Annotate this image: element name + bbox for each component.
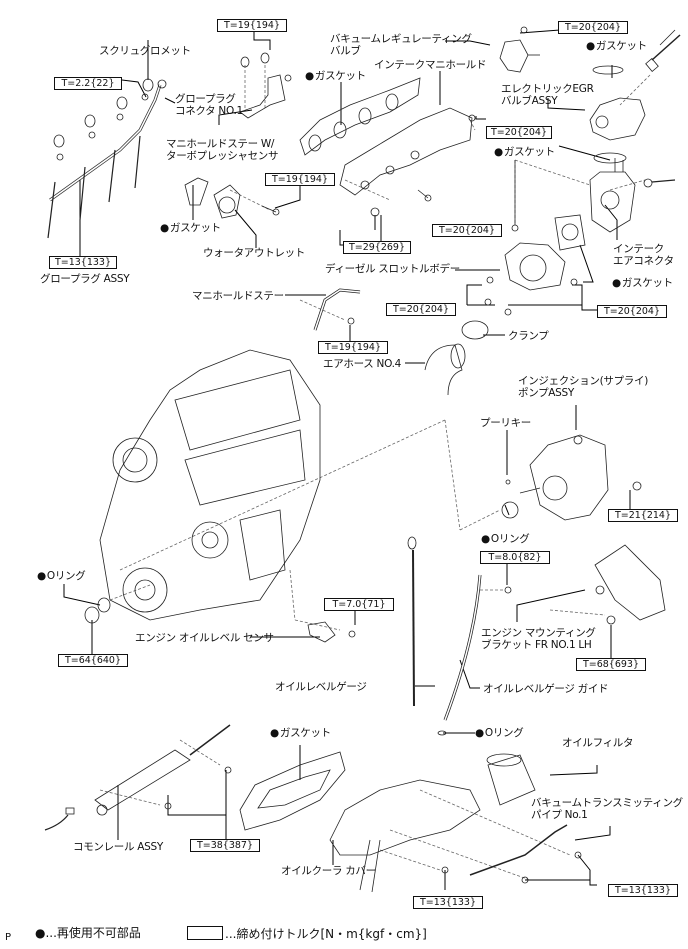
- vacuum-valve-art: [499, 26, 540, 73]
- torque-manifold-nut: T=20{204}: [486, 126, 552, 139]
- label-water-outlet: ウォータアウトレット: [203, 247, 305, 259]
- label-electric-egr-valve: エレクトリックEGR バルブASSY: [501, 83, 594, 107]
- glow-plug-connector-art: [49, 79, 167, 202]
- label-vacuum-transmitting-pipe: バキュームトランスミッティング パイプ No.1: [531, 797, 683, 821]
- label-injection-pump-assy: インジェクション(サプライ) ポンプASSY: [518, 375, 648, 399]
- label-engine-mounting-bracket: エンジン マウンティング ブラケット FR NO.1 LH: [481, 627, 596, 651]
- manifold-bolts-art: [370, 189, 432, 217]
- label-oil-filter: オイルフィルタ: [562, 737, 634, 749]
- torque-vacuum-valve-bolt: T=20{204}: [558, 21, 628, 34]
- label-oil-cooler-cover: オイルクーラ カバー: [281, 865, 376, 877]
- torque-guide-bolt: T=8.0{82}: [480, 551, 550, 564]
- common-rail-art: [44, 724, 232, 831]
- label-engine-oil-level-sensor: エンジン オイルレベル センサ: [135, 632, 274, 644]
- label-air-hose-no4: エアホース NO.4: [323, 358, 402, 370]
- oil-level-sensor-art: [307, 621, 356, 643]
- label-o-ring-left: Oリング: [37, 570, 86, 582]
- oil-filter-art: [486, 753, 536, 806]
- label-oil-level-gauge: オイルレベルゲージ: [275, 681, 367, 693]
- gauge-guide-art: [437, 574, 512, 736]
- label-o-ring-guide: Oリング: [475, 727, 524, 739]
- egr-valve-art: [589, 29, 681, 141]
- label-intake-air-connector: インテーク エアコネクタ: [613, 243, 674, 267]
- label-intake-manifold: インテークマニホールド: [374, 59, 487, 71]
- label-common-rail-assy: コモンレール ASSY: [73, 841, 163, 853]
- legend-torque: ...締め付けトルク[N・m{kgf・cm}]: [187, 926, 427, 941]
- throttle-body-art: [504, 242, 566, 291]
- clamp-art: [461, 320, 489, 340]
- torque-water-outlet-bolt: T=19{194}: [265, 173, 335, 186]
- label-manifold-stay-sensor: マニホールドステー W/ ターボプレッシャセンサ: [166, 138, 279, 162]
- assembly-dashes: [99, 65, 651, 881]
- torque-manifold-stay-bolts: T=19{194}: [217, 19, 287, 32]
- manifold-stay-sensor-art: [239, 52, 292, 119]
- torque-cooler-bolt: T=13{133}: [413, 896, 483, 909]
- legend-non-reusable-text: ...再使用不可部品: [45, 926, 141, 940]
- manifold-stay-art: [313, 288, 361, 331]
- manifold-gasket-art: [299, 77, 421, 156]
- torque-throttle-left: T=20{204}: [386, 303, 456, 316]
- water-outlet-art: [184, 177, 280, 219]
- egr-gasket-art: [592, 65, 624, 75]
- label-oil-level-gauge-guide: オイルレベルゲージ ガイド: [483, 683, 609, 695]
- label-glow-plug-assy: グロープラグ ASSY: [40, 273, 130, 285]
- injection-pump-art: [501, 434, 642, 521]
- filled-dot-icon: ●: [35, 926, 46, 940]
- label-o-ring-pump: Oリング: [481, 533, 530, 545]
- oil-cooler-cover-art: [329, 779, 481, 893]
- drain-plug-art: [84, 597, 111, 624]
- torque-stay-bolt: T=19{194}: [318, 341, 388, 354]
- label-gasket-egr: ガスケット: [586, 40, 647, 52]
- oil-cooler-gasket-art: [239, 751, 346, 831]
- torque-pipe-nuts: T=13{133}: [608, 884, 678, 897]
- torque-connector-stud: T=20{204}: [432, 224, 502, 237]
- label-clamp: クランプ: [508, 330, 549, 342]
- torque-rail-bolts: T=38{387}: [190, 839, 260, 852]
- glow-plug-nuts-art: [53, 78, 154, 161]
- label-screw-grommet: スクリュグロメット: [99, 45, 191, 57]
- mounting-bracket-art: [594, 544, 666, 625]
- label-manifold-stay: マニホールドステー: [192, 290, 284, 302]
- torque-glow-plug: T=13{133}: [49, 256, 117, 269]
- torque-pump-nut: T=21{214}: [608, 509, 678, 522]
- throttle-gasket-art: [554, 214, 586, 251]
- glow-plugs-art: [47, 135, 141, 239]
- torque-manifold-bolts: T=29{269}: [343, 241, 411, 254]
- label-diesel-throttle-body: ディーゼル スロットルボデー: [325, 263, 460, 275]
- legend-torque-text: ...締め付けトルク[N・m{kgf・cm}]: [225, 927, 427, 941]
- page-marker: P: [5, 932, 12, 943]
- vacuum-pipe-art: [469, 824, 582, 884]
- legend-non-reusable: ●...再使用不可部品: [35, 926, 141, 940]
- intake-manifold-art: [339, 107, 476, 196]
- intake-air-connector-art: [589, 152, 676, 233]
- torque-bracket-bolt: T=68{693}: [576, 658, 646, 671]
- label-gasket-water-outlet: ガスケット: [160, 222, 221, 234]
- label-vacuum-regulating-valve: バキュームレギュレーティング バルブ: [330, 33, 472, 57]
- label-glow-plug-connector: グロープラグ コネクタ NO.1: [175, 93, 243, 117]
- oil-level-gauge-art: [407, 536, 417, 707]
- throttle-bolts-art: [484, 160, 578, 316]
- label-gasket-oil-cooler: ガスケット: [270, 727, 331, 739]
- torque-sensor-bolt: T=7.0{71}: [324, 598, 394, 611]
- torque-throttle-right: T=20{204}: [597, 305, 667, 318]
- engine-block-art: [99, 349, 321, 621]
- label-pulley-key: プーリキー: [480, 417, 531, 429]
- label-gasket-throttle: ガスケット: [612, 277, 673, 289]
- label-gasket-connector: ガスケット: [494, 146, 555, 158]
- label-gasket-manifold: ガスケット: [305, 70, 366, 82]
- torque-box-icon: [187, 926, 223, 940]
- torque-glow-connector-nut: T=2.2{22}: [54, 77, 122, 90]
- air-hose-art: [424, 343, 466, 396]
- torque-drain-plug: T=64{640}: [58, 654, 128, 667]
